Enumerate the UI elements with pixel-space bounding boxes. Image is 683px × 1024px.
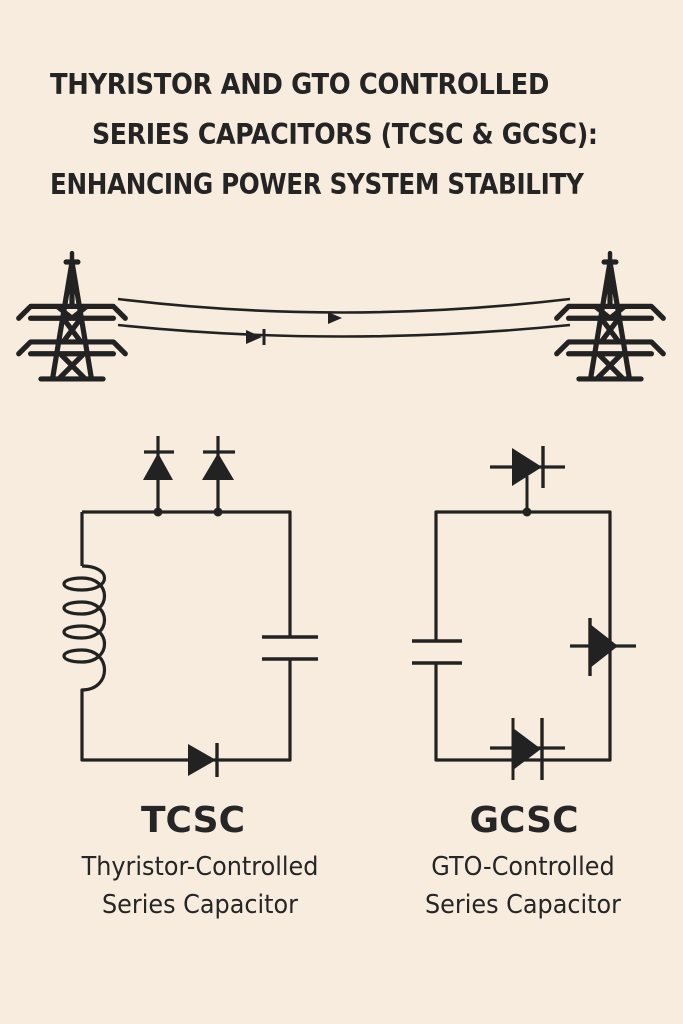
transmission-lines [117, 297, 571, 338]
gcsc-gto-bottom-icon [490, 718, 565, 780]
gcsc-circuit [434, 510, 612, 762]
tcsc-description-line-1: Thyristor-Controlled [81, 852, 319, 882]
title-line-2: SERIES CAPACITORS (TCSC & GCSC): [92, 118, 598, 151]
gcsc-description-line-1: GTO-Controlled [431, 852, 615, 882]
gcsc-abbreviation: GCSC [469, 800, 579, 841]
gcsc-description-line-2: Series Capacitor [424, 890, 622, 920]
gcsc-gto-top-icon [490, 446, 565, 517]
line-diode-icon [246, 329, 266, 345]
title-line-3: ENHANCING POWER SYSTEM STABILITY [50, 168, 584, 201]
left-tower-icon [19, 253, 126, 379]
tcsc-circuit [62, 510, 292, 762]
tcsc-abbreviation: TCSC [141, 800, 245, 841]
gcsc-gto-right-icon [570, 618, 636, 676]
tcsc-inductor-icon [62, 564, 107, 702]
tcsc-description-line-2: Series Capacitor [101, 890, 299, 920]
gcsc-capacitor-icon [412, 639, 462, 665]
right-tower-icon [557, 253, 664, 379]
line-arrow-icon [328, 312, 342, 324]
tcsc-thyristor-2-icon [202, 436, 235, 517]
tcsc-thyristor-1-icon [143, 436, 174, 517]
gcsc-description: GTO-Controlled Series Capacitor [390, 848, 657, 924]
title-line-1: THYRISTOR AND GTO CONTROLLED [50, 68, 549, 101]
tcsc-description: Thyristor-Controlled Series Capacitor [53, 848, 347, 924]
tcsc-bottom-thyristor-icon [188, 743, 219, 777]
tcsc-capacitor-icon [262, 635, 318, 661]
